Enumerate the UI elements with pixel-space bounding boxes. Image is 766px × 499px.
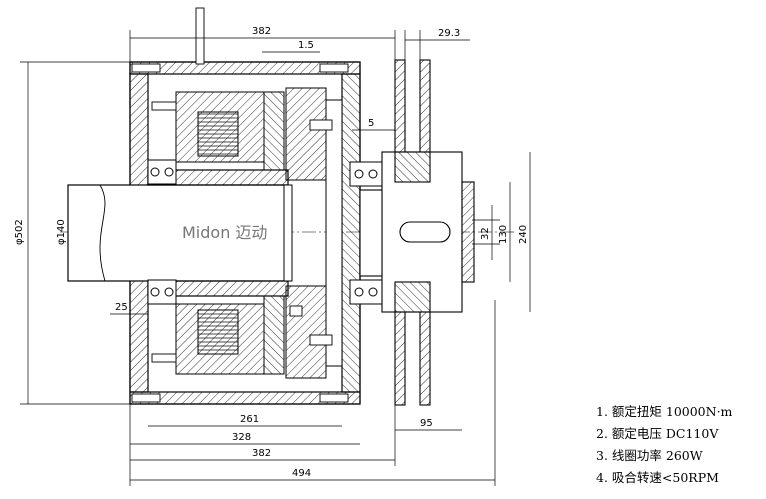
- dim-140: φ140: [56, 219, 67, 245]
- dim-502: φ502: [14, 219, 25, 245]
- dim-494: 494: [292, 468, 311, 479]
- dim-32: 32: [480, 227, 491, 240]
- magnet-body: [175, 91, 285, 375]
- spec-notes: 1. 额定扭矩 10000N·m 2. 额定电压 DC110V 3. 线圈功率 …: [596, 404, 733, 485]
- dim-382-bottom: 382: [252, 448, 271, 459]
- dim-382-top: 382: [252, 26, 271, 37]
- note-2: 2. 额定电压 DC110V: [596, 426, 719, 441]
- dim-1-5: 1.5: [298, 40, 314, 51]
- dim-240: 240: [518, 225, 529, 244]
- sprocket: [359, 59, 475, 406]
- dim-29-3: 29.3: [438, 28, 460, 39]
- shaft: [67, 169, 289, 297]
- dim-95: 95: [420, 418, 433, 429]
- note-4: 4. 吸合转速<50RPM: [596, 470, 719, 485]
- dimension-lines: [20, 30, 531, 486]
- note-1: 1. 额定扭矩 10000N·m: [596, 404, 733, 419]
- dim-130: 130: [498, 225, 509, 244]
- watermark-text: Midon 迈动: [182, 223, 267, 242]
- dim-25: 25: [115, 302, 128, 313]
- dim-5: 5: [368, 118, 374, 129]
- dim-261: 261: [240, 414, 259, 425]
- note-3: 3. 线圈功率 260W: [596, 448, 703, 463]
- bolts: [131, 7, 349, 403]
- armature: [283, 87, 343, 379]
- dim-328: 328: [232, 432, 251, 443]
- dimension-labels: 382 1.5 29.3 5 25 φ502 φ140 32 130 240 2…: [14, 26, 529, 479]
